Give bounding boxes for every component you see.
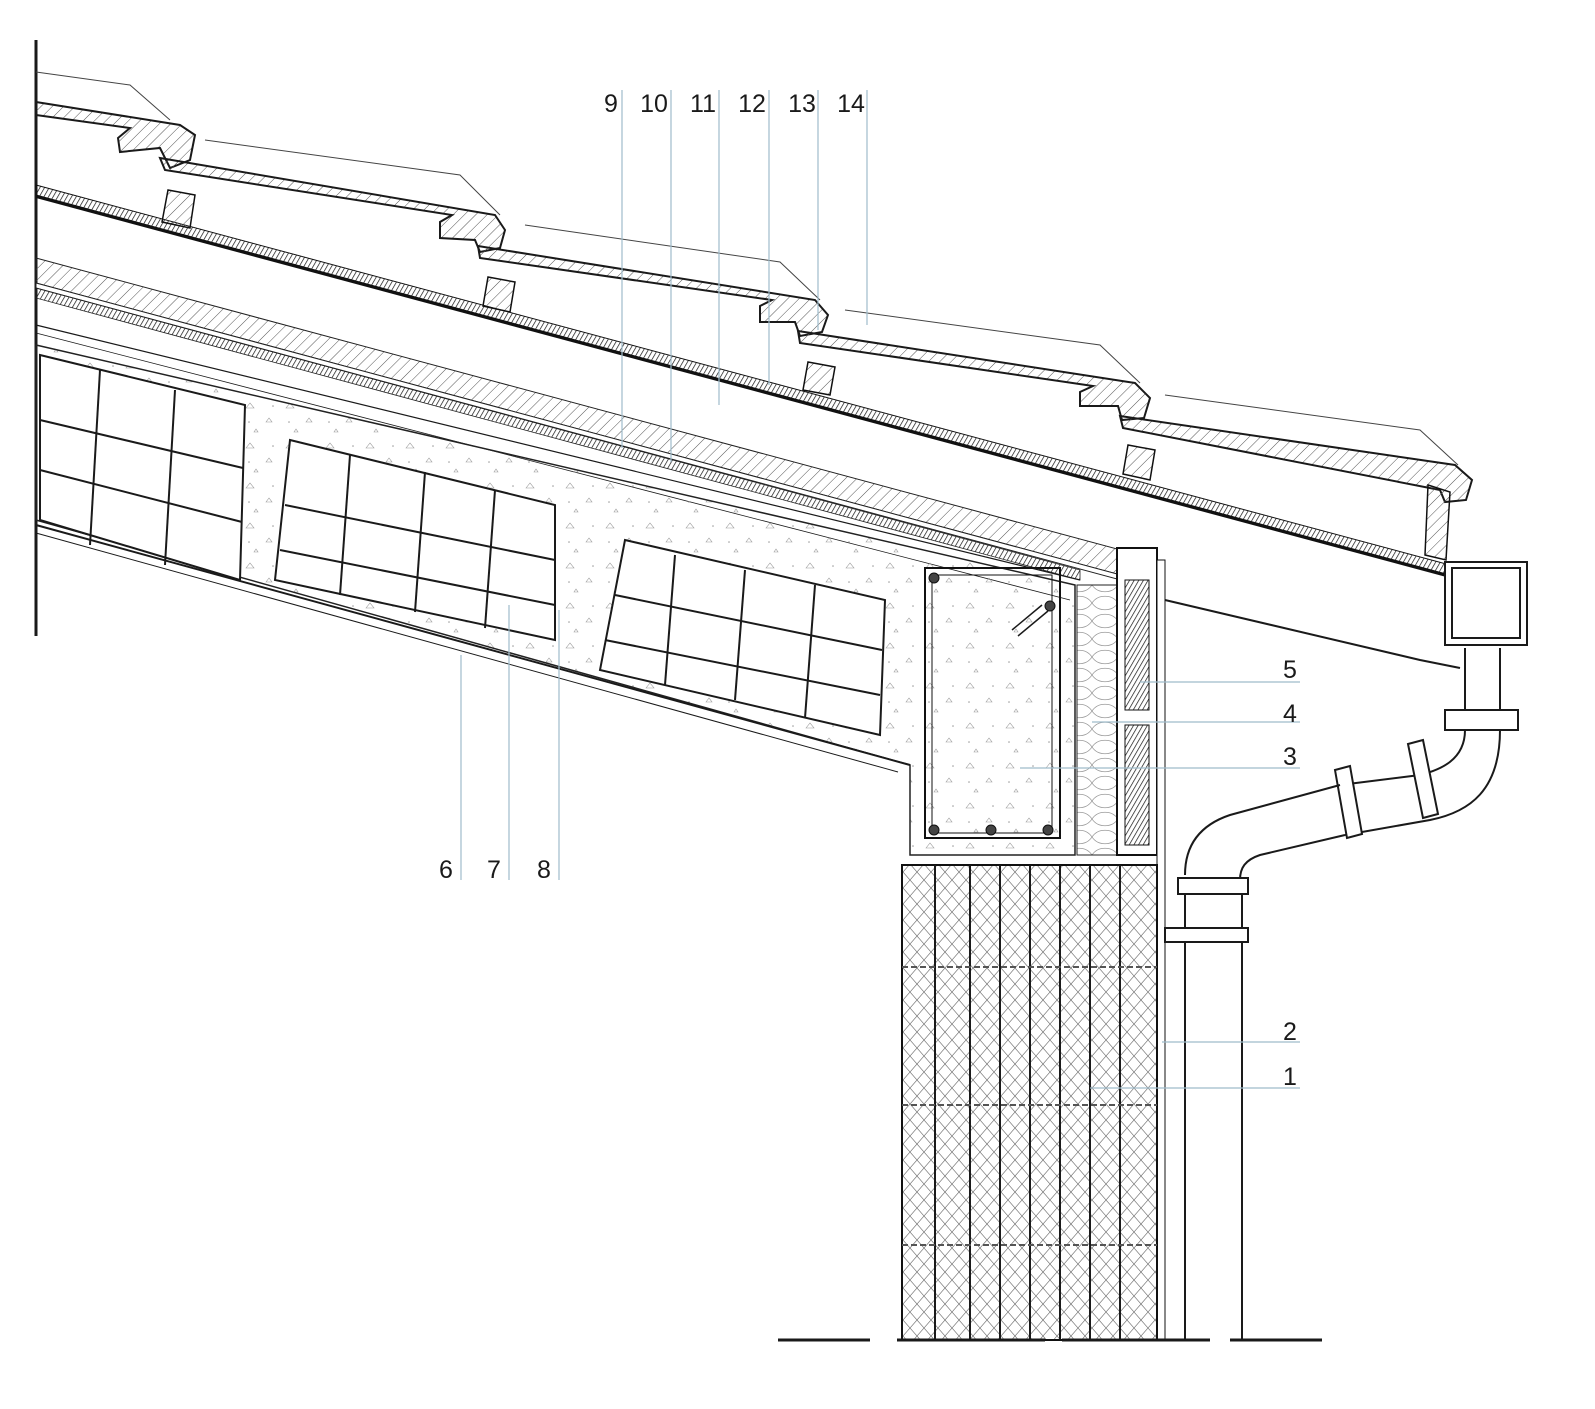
roof-layers bbox=[35, 184, 1451, 601]
callout-labels-bottom: 6 7 8 bbox=[439, 856, 551, 884]
callout-1: 1 bbox=[1283, 1063, 1297, 1091]
tile-profile-outlines bbox=[35, 71, 1459, 466]
battens bbox=[161, 189, 1451, 561]
ceiling-underside bbox=[35, 524, 911, 773]
callout-5: 5 bbox=[1283, 656, 1297, 684]
callout-7: 7 bbox=[487, 856, 501, 884]
ceiling-hollow-blocks bbox=[39, 353, 887, 737]
callout-3: 3 bbox=[1283, 743, 1297, 771]
callout-8: 8 bbox=[537, 856, 551, 884]
callout-2: 2 bbox=[1283, 1018, 1297, 1046]
roof-tiles bbox=[35, 100, 1474, 504]
callout-6: 6 bbox=[439, 856, 453, 884]
callout-14: 14 bbox=[837, 90, 865, 118]
masonry-wall bbox=[901, 864, 1158, 1341]
callout-10: 10 bbox=[640, 90, 668, 118]
callout-labels-right: 5 4 3 2 1 bbox=[1283, 656, 1297, 1091]
callout-11: 11 bbox=[690, 90, 716, 118]
gutter-and-downpipe bbox=[1164, 561, 1528, 1340]
callout-4: 4 bbox=[1283, 700, 1297, 728]
callout-9: 9 bbox=[604, 90, 618, 118]
callout-labels-top: 9 10 11 12 13 14 bbox=[604, 90, 865, 118]
callout-12: 12 bbox=[738, 90, 766, 118]
leader-lines bbox=[460, 90, 1300, 1089]
callout-13: 13 bbox=[788, 90, 816, 118]
eave-insulation bbox=[1076, 547, 1166, 1341]
